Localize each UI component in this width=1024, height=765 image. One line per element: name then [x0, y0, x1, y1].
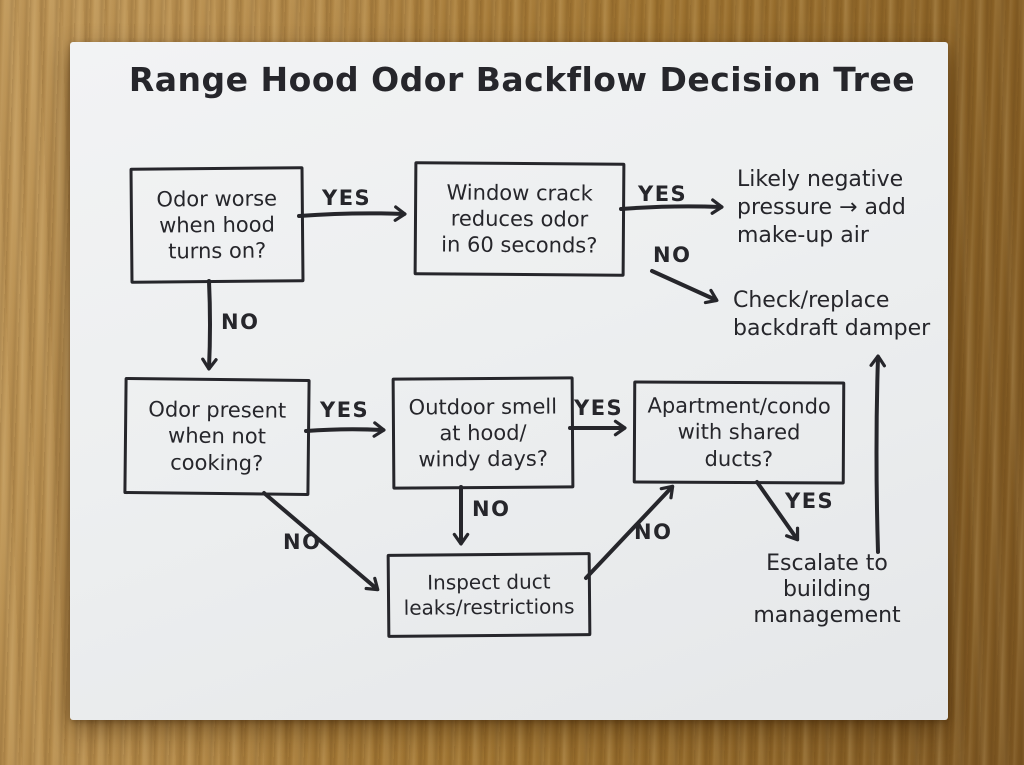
edge-label-q4-yes: YES	[574, 396, 624, 420]
decision-node-odor-worse: Odor worse when hood turns on?	[129, 166, 305, 284]
edge-label-q1-yes: YES	[322, 186, 372, 210]
action-node-inspect-duct: Inspect duct leaks/restrictions	[386, 552, 592, 638]
paper-sheet	[70, 42, 948, 720]
decision-node-window-crack: Window crack reduces odor in 60 seconds?	[413, 161, 626, 277]
edge-label-q5-yes: YES	[785, 489, 835, 513]
decision-node-odor-present: Odor present when not cooking?	[123, 377, 311, 496]
outcome-backdraft-damper: Check/replace backdraft damper	[733, 288, 931, 341]
outcome-escalate-management: Escalate to building management	[753, 551, 901, 628]
outcome-negative-pressure: Likely negative pressure → add make-up a…	[737, 167, 906, 248]
edge-label-q3-yes: YES	[320, 398, 370, 422]
edge-label-q2-no: NO	[653, 243, 692, 267]
edge-label-q2-yes: YES	[638, 182, 688, 206]
edge-label-q3-no: NO	[283, 530, 322, 554]
page-title: Range Hood Odor Backflow Decision Tree	[128, 60, 916, 99]
edge-label-q4-no: NO	[472, 497, 511, 521]
edge-label-q1-no: NO	[221, 310, 260, 334]
decision-node-outdoor-smell: Outdoor smell at hood/ windy days?	[391, 376, 575, 490]
edge-label-inspect-no: NO	[634, 520, 673, 544]
decision-node-apartment-condo: Apartment/condo with shared ducts?	[632, 380, 846, 485]
